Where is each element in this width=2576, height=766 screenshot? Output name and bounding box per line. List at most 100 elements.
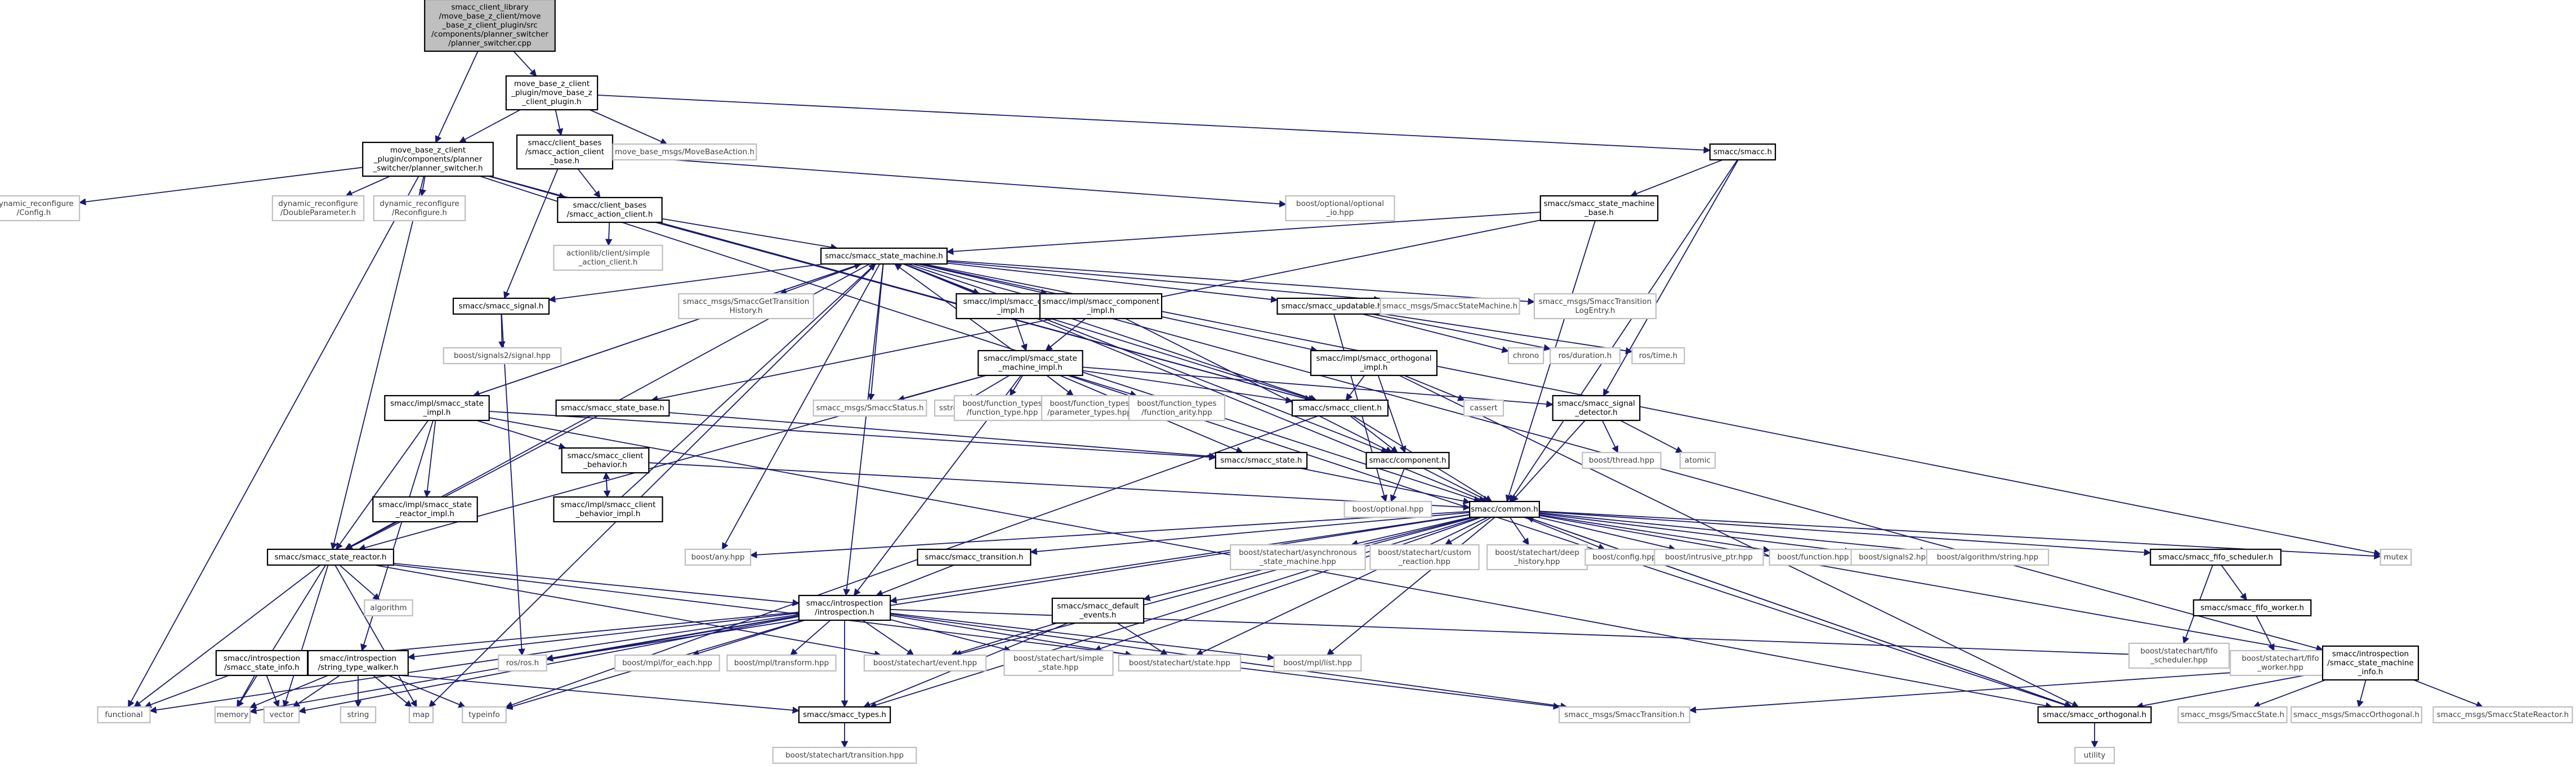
node-reactor_h[interactable]: smacc/smacc_state_reactor.h [266,548,395,566]
node-box [1310,350,1438,377]
node-mbzplugin[interactable]: move_base_z_client_plugin/move_base_z_cl… [505,75,599,111]
node-orthogonal_h[interactable]: smacc/smacc_orthogonal.h [2037,706,2152,724]
node-reactor_impl[interactable]: smacc/impl/smacc_state_reactor_impl.h [372,496,478,523]
node-type_walker[interactable]: smacc/introspection/string_type_walker.h [307,649,409,677]
node-introspection[interactable]: smacc/introspection/introspection.h [798,594,891,621]
node-box [1679,451,1716,469]
edge-clientbase-to-optional_io [612,155,1287,208]
edge-sm_impl-to-ft_arity [1070,375,1137,397]
node-orth_impl[interactable]: smacc/impl/smacc_orthogonal_impl.h [1310,350,1438,377]
node-label-line: boost/statechart/simple [1014,654,1104,663]
node-statemachine[interactable]: smacc/smacc_state_machine.h [820,247,948,265]
node-default_events[interactable]: smacc/smacc_default_events.h [1051,597,1145,624]
node-box [462,706,507,724]
node-root[interactable]: smacc_client_library/move_base_z_client/… [424,0,556,52]
edge-fifo_scheduler-to-fifo_worker [2221,565,2247,601]
node-box [1926,548,2050,566]
node-label-line: move_base_z_client [514,79,590,88]
node-label-line: boost/statechart/asynchronous [1239,548,1357,557]
node-label-line: ros/ros.h [506,659,539,668]
node-label-line: boost/statechart/transition.hpp [785,751,904,760]
node-state_impl[interactable]: smacc/impl/smacc_state_impl.h [384,395,490,422]
node-sm_base[interactable]: smacc/smacc_state_machine_base.h [1539,195,1659,222]
node-chrono: chrono [1507,347,1544,365]
node-behavior_impl[interactable]: smacc/impl/smacc_client_behavior_impl.h [553,496,663,523]
node-box [1507,347,1544,365]
edge-orth_impl-to-component_h [1377,375,1407,454]
node-client_behavior[interactable]: smacc/smacc_client_behavior.h [561,447,650,474]
node-label-line: string [347,710,369,719]
edge-plannerswitcher_h-to-reactor_h [331,176,425,550]
node-box [505,75,599,111]
node-clientbase[interactable]: smacc/client_bases/smacc_action_client_b… [516,134,614,170]
edge-statemachine-to-gettransition [779,263,863,295]
node-updatable[interactable]: smacc/smacc_updatable.h [1276,297,1387,315]
node-fifo_scheduler[interactable]: smacc/smacc_fifo_scheduler.h [2150,548,2282,566]
node-rosros: ros/ros.h [498,654,547,672]
node-config: boost/config.hpp [1584,548,1664,566]
edge-statemachine-to-client_h [907,263,1318,402]
edge-signal_detector-to-boostthread [1601,420,1619,454]
node-label-line: smacc_msgs/SmaccTransition.h [1564,710,1684,719]
edge-orth_impl-to-cassert [1404,375,1466,401]
node-algorithm: algorithm [364,599,413,617]
node-label-line: smacc_msgs/SmaccOrthogonal.h [2293,710,2419,719]
edge-reactor_h-to-algorithm [339,565,380,601]
node-smacc_state_h[interactable]: smacc/smacc_state.h [1215,451,1308,469]
node-label-line: smacc/component.h [1369,456,1446,465]
node-state_info[interactable]: smacc/introspection/smacc_state_info.h [215,649,309,677]
node-signal[interactable]: smacc/smacc_signal.h [452,297,550,315]
node-dynconfig: dynamic_reconfigure/Config.h [0,195,81,222]
node-box [1003,649,1114,677]
node-sm_info[interactable]: smacc/introspection/smacc_state_machine_… [2321,645,2419,681]
edge-component_impl-to-component_h [1125,318,1393,453]
node-label-line: _action_client.h [578,258,638,267]
node-movebaseaction: move_base_msgs/MoveBaseAction.h [612,143,757,161]
node-transition_h[interactable]: smacc/smacc_transition.h [917,548,1032,566]
edge-client_impl-to-client_h [1050,318,1315,402]
node-state_base[interactable]: smacc/smacc_state_base.h [555,399,670,417]
node-box [820,247,948,265]
node-label-line: smacc/smacc_signal [1557,399,1635,408]
node-sm_impl[interactable]: smacc/impl/smacc_state_machine_impl.h [977,350,1083,377]
edge-common-to-sm_info [1539,515,2324,657]
node-atomic: atomic [1679,451,1716,469]
node-plannerswitcher_h[interactable]: move_base_z_client_plugin/components/pla… [362,141,494,177]
node-signal_detector[interactable]: smacc/smacc_signal_detector.h [1552,395,1641,422]
node-label-line: cassert [1470,404,1498,413]
node-fifo_worker[interactable]: smacc/smacc_fifo_worker.h [2193,599,2312,617]
node-smacc_h[interactable]: smacc/smacc.h [1709,143,1776,161]
edge-signal_detector-to-atomic [1620,420,1684,453]
node-component_h[interactable]: smacc/component.h [1365,451,1450,469]
node-box [1285,195,1395,222]
node-client_h[interactable]: smacc/smacc_client.h [1291,399,1389,417]
node-label-line: /Reconfigure.h [392,208,447,217]
edge-mbzplugin-to-smacc_h [597,95,1711,154]
node-signals2: boost/signals2.hpp [1850,548,1939,566]
edge-common-to-simple_state [1093,517,1482,652]
node-label-line: boost/config.hpp [1592,553,1656,562]
edge-statemachine-to-signal [548,263,824,303]
node-common[interactable]: smacc/common.h [1469,500,1541,518]
node-label-line: /smacc_action_client [525,147,604,156]
node-box [0,195,81,222]
node-types_h[interactable]: smacc/smacc_types.h [798,706,891,724]
node-box [2128,642,2230,669]
edge-state_impl-to-reactor_impl [423,420,436,498]
edge-sm_info-to-msg_transition [1689,666,2323,714]
node-label-line: smacc/smacc_client.h [1298,404,1382,413]
edge-plannerswitcher_h-to-dynreconf [419,176,426,197]
node-label-line: mutex [2383,553,2408,562]
node-label-line: smacc_msgs/SmaccStateMachine.h [1382,302,1517,311]
edge-mbzplugin-to-plannerswitcher_h [458,109,521,143]
node-actionclient[interactable]: smacc/client_bases/smacc_action_client.h [557,196,663,223]
node-component_impl[interactable]: smacc/impl/smacc_component_impl.h [1039,293,1163,320]
edge-common-to-custom_reaction [1444,517,1492,545]
edge-client_h-to-component_h [1350,415,1398,453]
node-box [1230,544,1366,571]
node-label-line: smacc_msgs/SmaccTransition [1539,297,1652,306]
node-label-line: boost/intrusive_ptr.hpp [1665,553,1753,562]
edge-statemachine-to-boostany [721,263,881,550]
node-box [555,399,670,417]
node-label-line: /move_base_z_client/move [439,12,541,21]
